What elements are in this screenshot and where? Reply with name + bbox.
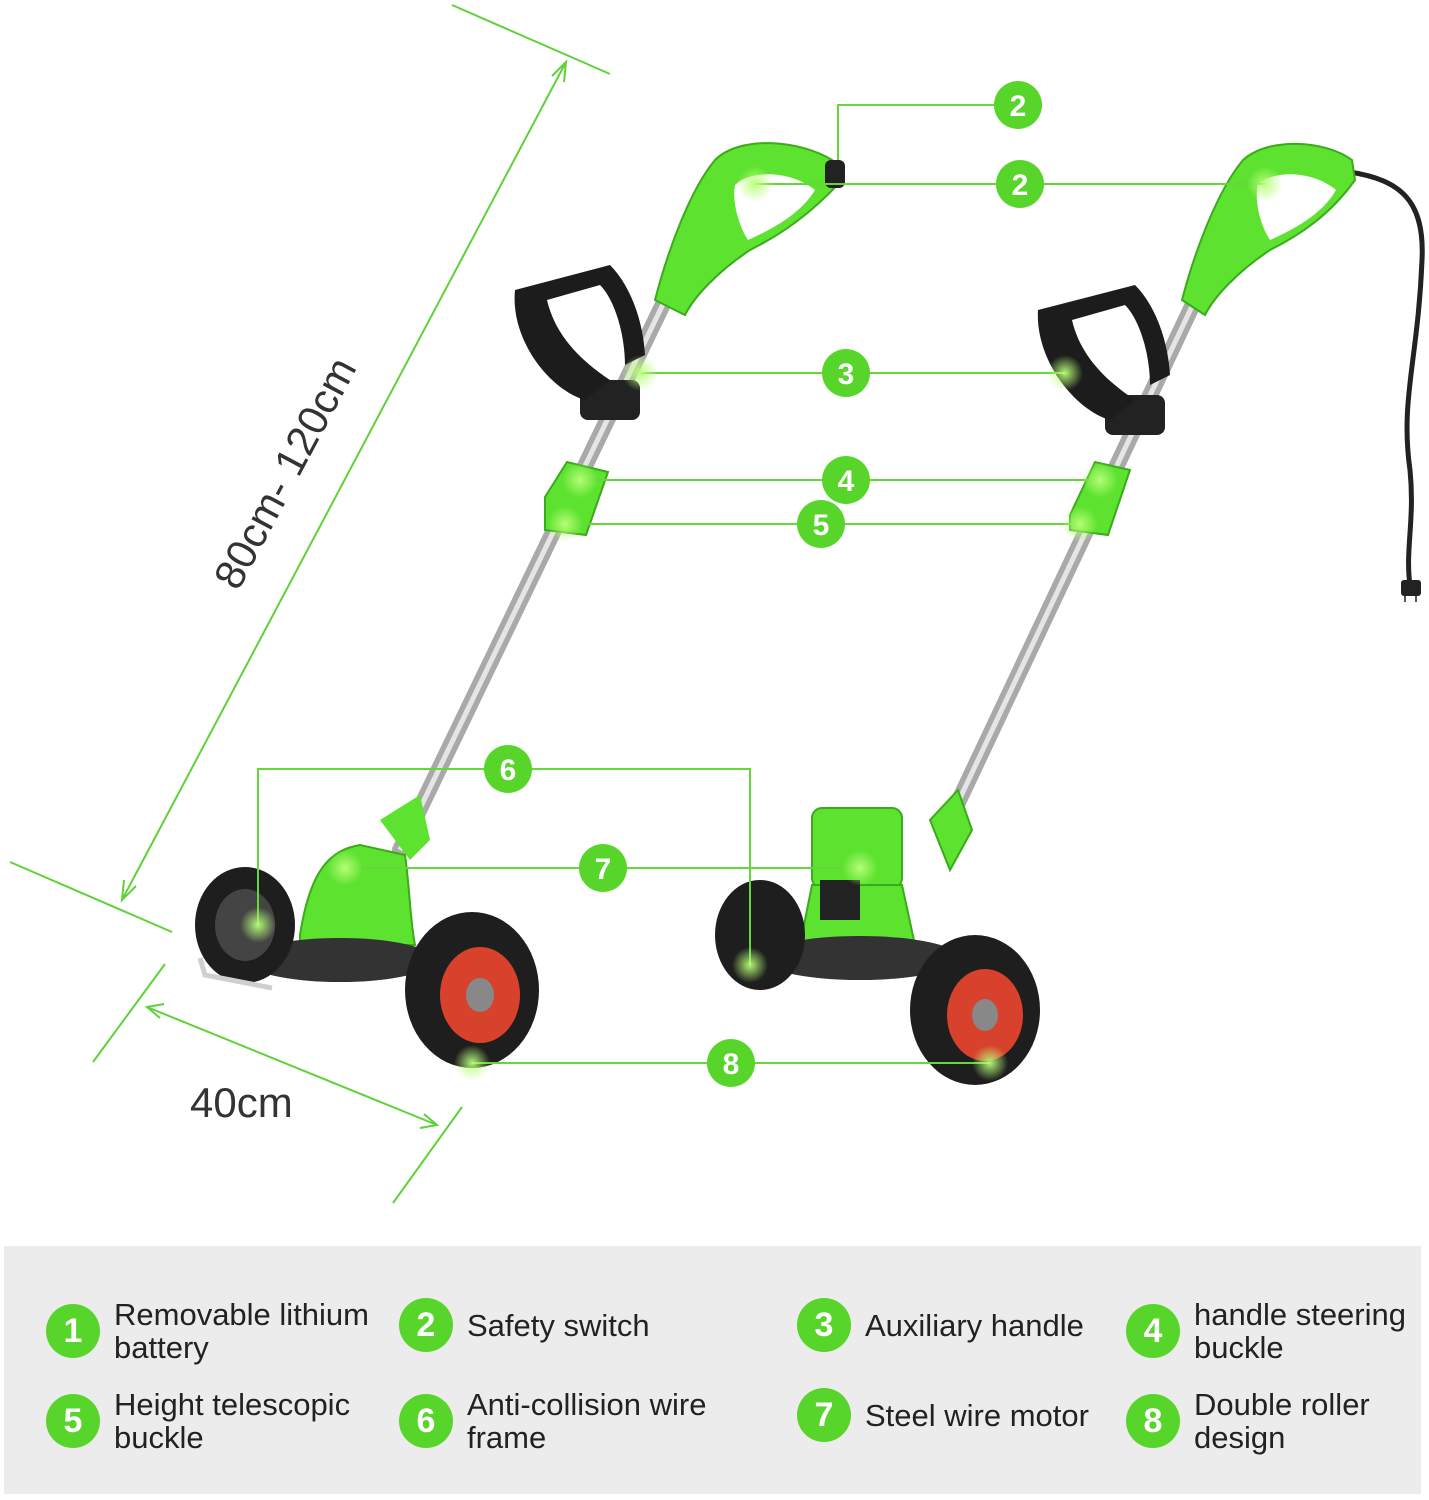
legend-number-badge: 7 — [797, 1388, 851, 1442]
callout-badge-wire-motor: 7 — [579, 844, 627, 892]
callout-number: 2 — [1012, 169, 1029, 202]
width-dimension — [92, 963, 463, 1204]
legend-number-badge: 5 — [46, 1394, 100, 1448]
callout-number: 7 — [595, 853, 612, 886]
legend-item-safety-switch: 2 Safety switch — [399, 1298, 759, 1352]
callout-badge-safety-switch-top: 2 — [994, 81, 1042, 129]
callout-badge-safety-switch: 2 — [996, 160, 1044, 208]
legend-item-telescopic-buckle: 5 Height telescopic buckle — [46, 1388, 391, 1454]
legend-number-badge: 3 — [797, 1298, 851, 1352]
callout-badge-double-roller: 8 — [707, 1039, 755, 1087]
width-dimension-label: 40cm — [190, 1079, 293, 1126]
legend-item-steering-buckle: 4 handle steering buckle — [1126, 1298, 1411, 1364]
height-dimension-label: 80cm- 120cm — [204, 350, 365, 597]
hotspot-markers — [240, 166, 1283, 1081]
callout-badge-wire-frame: 6 — [484, 745, 532, 793]
callout-badge-steering-buckle: 4 — [822, 456, 870, 504]
power-cord-illustration — [1349, 169, 1425, 586]
legend-item-label: handle steering buckle — [1194, 1297, 1406, 1365]
legend-item-label: Removable lithium battery — [114, 1297, 369, 1365]
product-illustration: 80cm- 120cm 40cm — [9, 4, 1425, 1204]
callout-number: 3 — [838, 358, 855, 391]
height-dimension — [9, 4, 611, 933]
legend-item-auxiliary-handle: 3 Auxiliary handle — [797, 1298, 1117, 1352]
legend-item-label: Height telescopic buckle — [114, 1387, 351, 1455]
legend-item-label: Steel wire motor — [865, 1397, 1089, 1433]
legend-item-wire-frame: 6 Anti-collision wire frame — [399, 1388, 759, 1454]
legend-item-label: Anti-collision wire frame — [467, 1387, 707, 1455]
legend-number-badge: 6 — [399, 1394, 453, 1448]
legend-item-label: Safety switch — [467, 1307, 650, 1343]
callout-badge-telescopic-buckle: 5 — [797, 500, 845, 548]
legend-item-label: Double roller design — [1194, 1387, 1370, 1455]
legend-number-badge: 8 — [1126, 1394, 1180, 1448]
callout-badge-auxiliary-handle: 3 — [822, 349, 870, 397]
right-trimmer-illustration — [715, 142, 1357, 1085]
callout-number: 6 — [500, 754, 517, 787]
legend-item-removable-battery: 1 Removable lithium battery — [46, 1298, 391, 1364]
callout-number: 8 — [723, 1048, 740, 1081]
legend-number-badge: 1 — [46, 1304, 100, 1358]
callout-number: 2 — [1010, 90, 1027, 123]
legend-number-badge: 4 — [1126, 1304, 1180, 1358]
callout-number: 5 — [813, 509, 830, 542]
callout-number: 4 — [838, 465, 855, 498]
feature-legend: 1 Removable lithium battery 2 Safety swi… — [4, 1246, 1421, 1494]
legend-item-double-roller: 8 Double roller design — [1126, 1388, 1411, 1454]
legend-item-label: Auxiliary handle — [865, 1307, 1084, 1343]
legend-number-badge: 2 — [399, 1298, 453, 1352]
legend-item-wire-motor: 7 Steel wire motor — [797, 1388, 1117, 1442]
